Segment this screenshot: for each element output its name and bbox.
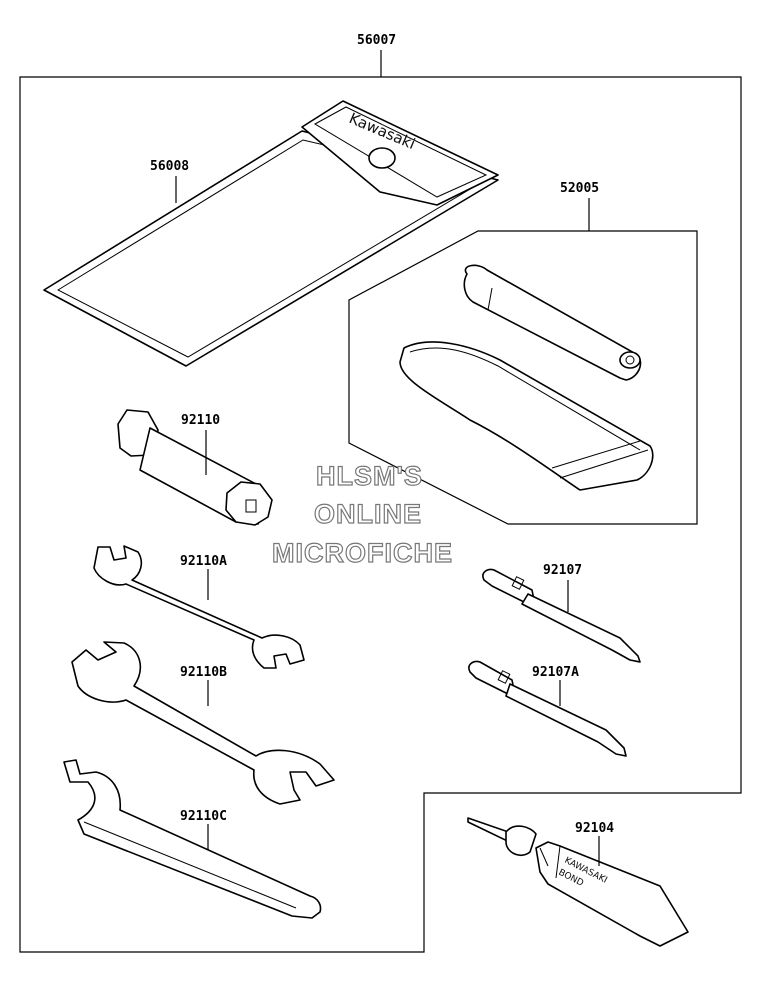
watermark-line-2: ONLINE	[314, 499, 422, 529]
tire-repair-kit	[399, 264, 654, 491]
plug-wrench	[117, 409, 273, 526]
tool-pouch: Kawasaki	[43, 100, 499, 367]
part-label-92110a: 92110A	[180, 554, 227, 569]
part-label-52005: 52005	[560, 181, 599, 196]
screwdriver	[482, 568, 641, 663]
part-label-92110b: 92110B	[180, 665, 227, 680]
part-label-92110: 92110	[181, 413, 220, 428]
open-end-wrench-a	[93, 545, 305, 669]
screwdriver-a	[468, 660, 627, 757]
part-label-56007: 56007	[357, 33, 396, 48]
part-label-92107a: 92107A	[532, 665, 579, 680]
watermark: HLSM'S ONLINE MICROFICHE	[271, 460, 453, 568]
bond-tube: KAWASAKI BOND	[467, 817, 689, 947]
part-label-56008: 56008	[150, 159, 189, 174]
part-label-92110c: 92110C	[180, 809, 227, 824]
kit-frame	[19, 76, 742, 953]
watermark-line-3: MICROFICHE	[272, 538, 453, 568]
part-label-92104: 92104	[575, 821, 614, 836]
part-label-92107: 92107	[543, 563, 582, 578]
watermark-line-1: HLSM'S	[316, 461, 423, 491]
open-end-wrench-b	[71, 641, 335, 805]
hook-spanner	[63, 759, 322, 919]
subframe-52005	[348, 230, 698, 525]
